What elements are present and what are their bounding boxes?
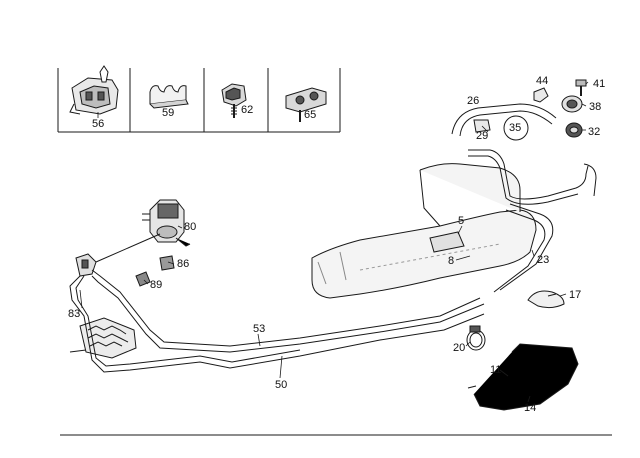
callout-20: 20 bbox=[453, 342, 466, 354]
charcoal-canister bbox=[69, 317, 137, 359]
callout-11: 11 bbox=[490, 364, 502, 376]
callout-53: 53 bbox=[253, 323, 266, 335]
valve-icon bbox=[561, 95, 583, 113]
callout-14: 14 bbox=[524, 402, 537, 414]
hose-26 bbox=[451, 103, 557, 137]
callout-17: 17 bbox=[569, 289, 582, 301]
callout-38: 38 bbox=[589, 101, 602, 113]
screw-icon bbox=[575, 79, 587, 96]
filter-icon bbox=[75, 253, 97, 277]
clip-icon bbox=[149, 85, 189, 109]
callout-44: 44 bbox=[536, 75, 549, 87]
clamp-icon bbox=[221, 83, 247, 118]
callout-50: 50 bbox=[275, 379, 288, 391]
clamp-icon bbox=[466, 325, 486, 351]
callout-23: 23 bbox=[537, 254, 550, 266]
callout-8: 8 bbox=[448, 255, 455, 267]
clip-icon bbox=[527, 290, 565, 309]
callout-32: 32 bbox=[588, 126, 601, 138]
valve-icon bbox=[142, 199, 191, 247]
callout-circle-35 bbox=[503, 115, 529, 141]
clip-icon bbox=[533, 87, 549, 103]
callout-80: 80 bbox=[184, 221, 197, 233]
valve-icon bbox=[565, 122, 583, 138]
callout-83: 83 bbox=[68, 308, 81, 320]
parts-inset-frame bbox=[57, 68, 341, 133]
callout-56: 56 bbox=[92, 118, 105, 130]
callout-59: 59 bbox=[162, 107, 175, 119]
clamp-icon bbox=[285, 87, 327, 122]
fuel-pump-icon bbox=[467, 343, 579, 411]
fuel-tank bbox=[311, 163, 537, 299]
callout-86: 86 bbox=[177, 258, 190, 270]
callout-29: 29 bbox=[476, 130, 489, 142]
clip-icon bbox=[159, 255, 175, 271]
callout-41: 41 bbox=[593, 78, 606, 90]
leader-lines bbox=[79, 81, 589, 403]
callout-26: 26 bbox=[467, 95, 480, 107]
callout-89: 89 bbox=[150, 279, 163, 291]
callout-62: 62 bbox=[241, 104, 254, 116]
callout-35: 35 bbox=[509, 122, 522, 134]
fuel-lines bbox=[468, 149, 597, 293]
bracket-icon bbox=[69, 65, 119, 115]
fuel-lines bbox=[69, 233, 485, 373]
callout-5: 5 bbox=[458, 215, 465, 227]
callout-65: 65 bbox=[304, 109, 317, 121]
